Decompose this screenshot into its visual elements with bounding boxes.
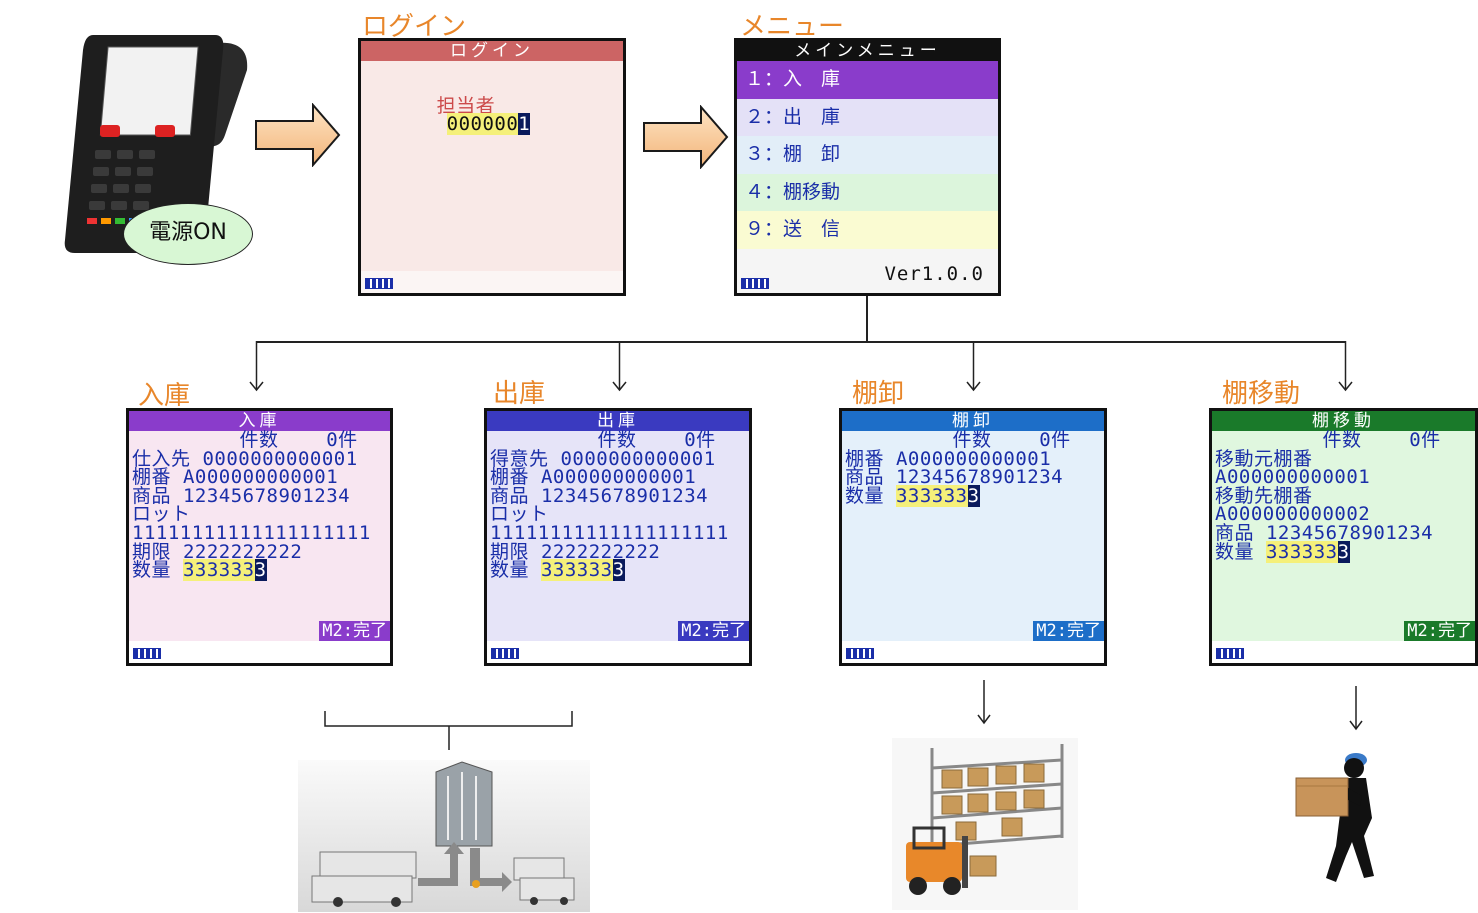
battery-icon (741, 278, 769, 289)
down-arrow-icon (1349, 686, 1363, 731)
nyuko-quantity-label: 数量 (132, 559, 183, 582)
tanaoroshi-line: 商品 12345678901234 (845, 466, 1064, 489)
menu-item-2[interactable]: ２：出 庫 (737, 98, 998, 136)
nyuko-line: ロット (132, 503, 191, 526)
shukko-line: 得意先 0000000000001 (490, 447, 716, 470)
nyuko-quantity-row: 数量 3333333 (132, 559, 390, 582)
tanaidou-quantity-label: 数量 (1215, 540, 1266, 563)
shukko-line: 期限 2222222222 (490, 540, 661, 563)
tanaoroshi-quantity-row: 数量 3333333 (845, 484, 1104, 507)
nyuko-complete-button[interactable]: M2:完了 (319, 621, 390, 641)
tanaoroshi-complete-button[interactable]: M2:完了 (1033, 621, 1104, 641)
version-label: Ver1.0.0 (884, 263, 984, 285)
tanaidou-quantity-input[interactable]: 3333333 (1265, 540, 1350, 563)
tree-arrows (249, 341, 1353, 392)
menu-item-3[interactable]: ３：棚 卸 (737, 136, 998, 174)
tanaidou-cursor: 3 (1337, 540, 1350, 563)
nyuko-line: 商品 12345678901234 (132, 484, 351, 507)
shukko-cursor: 3 (612, 559, 625, 582)
worker-carrying-box-illustration (1295, 753, 1374, 882)
shukko-quantity-input[interactable]: 3333333 (540, 559, 625, 582)
tanaoroshi-quantity-label: 数量 (845, 484, 896, 507)
power-on-label: 電源ON (149, 220, 227, 245)
tanaoroshi-title: 棚卸 (842, 411, 1104, 431)
nyuko-line: 仕入先 0000000000001 (132, 447, 358, 470)
battery-icon (491, 648, 519, 659)
nyuko-quantity-input[interactable]: 3333333 (182, 559, 267, 582)
nyuko-caption: 入庫 (138, 381, 191, 411)
nyuko-line: 期限 2222222222 (132, 540, 303, 563)
shukko-caption: 出庫 (493, 379, 546, 409)
battery-icon (1216, 648, 1244, 659)
nyuko-line: 件数 0件 (132, 429, 358, 451)
down-arrow-icon (977, 680, 991, 725)
nyuko-line: 11111111111111111111 (132, 521, 371, 544)
tanaidou-line: 件数 0件 (1215, 429, 1441, 451)
login-field-input[interactable]: 0000001 (446, 113, 531, 136)
login-cursor: 1 (518, 113, 531, 136)
nyuko-cursor: 3 (254, 559, 267, 582)
warehouse-trucks-illustration (298, 760, 590, 912)
tanaoroshi-caption: 棚卸 (852, 379, 905, 409)
battery-icon (365, 278, 393, 289)
tanaoroshi-line: 件数 0件 (845, 429, 1071, 451)
login-caption: ログイン (362, 12, 467, 42)
tanaoroshi-quantity-input[interactable]: 3333333 (895, 484, 980, 507)
nyuko-line: 棚番 A000000000001 (132, 466, 339, 489)
menu-caption: メニュー (740, 12, 845, 42)
right-arrow-icon (255, 103, 341, 167)
tanaidou-line: 移動元棚番 (1215, 447, 1313, 470)
tanaoroshi-line: 棚番 A000000000001 (845, 447, 1052, 470)
shukko-line: 棚番 A000000000001 (490, 466, 697, 489)
tanaidou-caption: 棚移動 (1222, 379, 1301, 409)
bottom-bracket (324, 711, 573, 750)
battery-icon (846, 648, 874, 659)
login-title: ログイン (361, 41, 623, 61)
shukko-title: 出庫 (487, 411, 749, 431)
menu-item-1[interactable]: １：入 庫 (737, 61, 998, 99)
menu-title: メインメニュー (737, 41, 998, 61)
menu-item-4[interactable]: ４：棚移動 (737, 173, 998, 211)
tanaidou-line: A000000000002 (1215, 503, 1371, 526)
shukko-complete-button[interactable]: M2:完了 (678, 621, 749, 641)
shukko-quantity-row: 数量 3333333 (490, 559, 749, 582)
menu-item-5[interactable]: ９：送 信 (737, 211, 998, 249)
connector-line (866, 296, 868, 341)
login-screen: ログイン 担当者 0000001 (358, 38, 626, 296)
power-on-bubble: 電源ON (123, 203, 253, 265)
tanaidou-line: 商品 12345678901234 (1215, 521, 1434, 544)
tanaidou-quantity-row: 数量 3333333 (1215, 540, 1475, 563)
shukko-quantity-label: 数量 (490, 559, 541, 582)
right-arrow-icon (643, 105, 729, 169)
tanaoroshi-cursor: 3 (967, 484, 980, 507)
tanaidou-line: A000000000001 (1215, 466, 1371, 489)
shukko-line: 11111111111111111111 (490, 521, 729, 544)
tanaidou-title: 棚移動 (1212, 411, 1475, 431)
nyuko-title: 入庫 (129, 411, 390, 431)
handheld-terminal-icon (64, 35, 248, 253)
handheld-terminal (55, 25, 255, 270)
connector-line (256, 341, 1346, 343)
tanaidou-complete-button[interactable]: M2:完了 (1404, 621, 1475, 641)
shukko-line: ロット (490, 503, 549, 526)
login-field-label: 担当者 (436, 94, 496, 117)
tanaidou-line: 移動先棚番 (1215, 484, 1313, 507)
battery-icon (133, 648, 161, 659)
shukko-line: 商品 12345678901234 (490, 484, 709, 507)
login-body: 担当者 0000001 (361, 61, 623, 271)
shukko-line: 件数 0件 (490, 429, 716, 451)
forklift-shelf-illustration (892, 738, 1078, 910)
